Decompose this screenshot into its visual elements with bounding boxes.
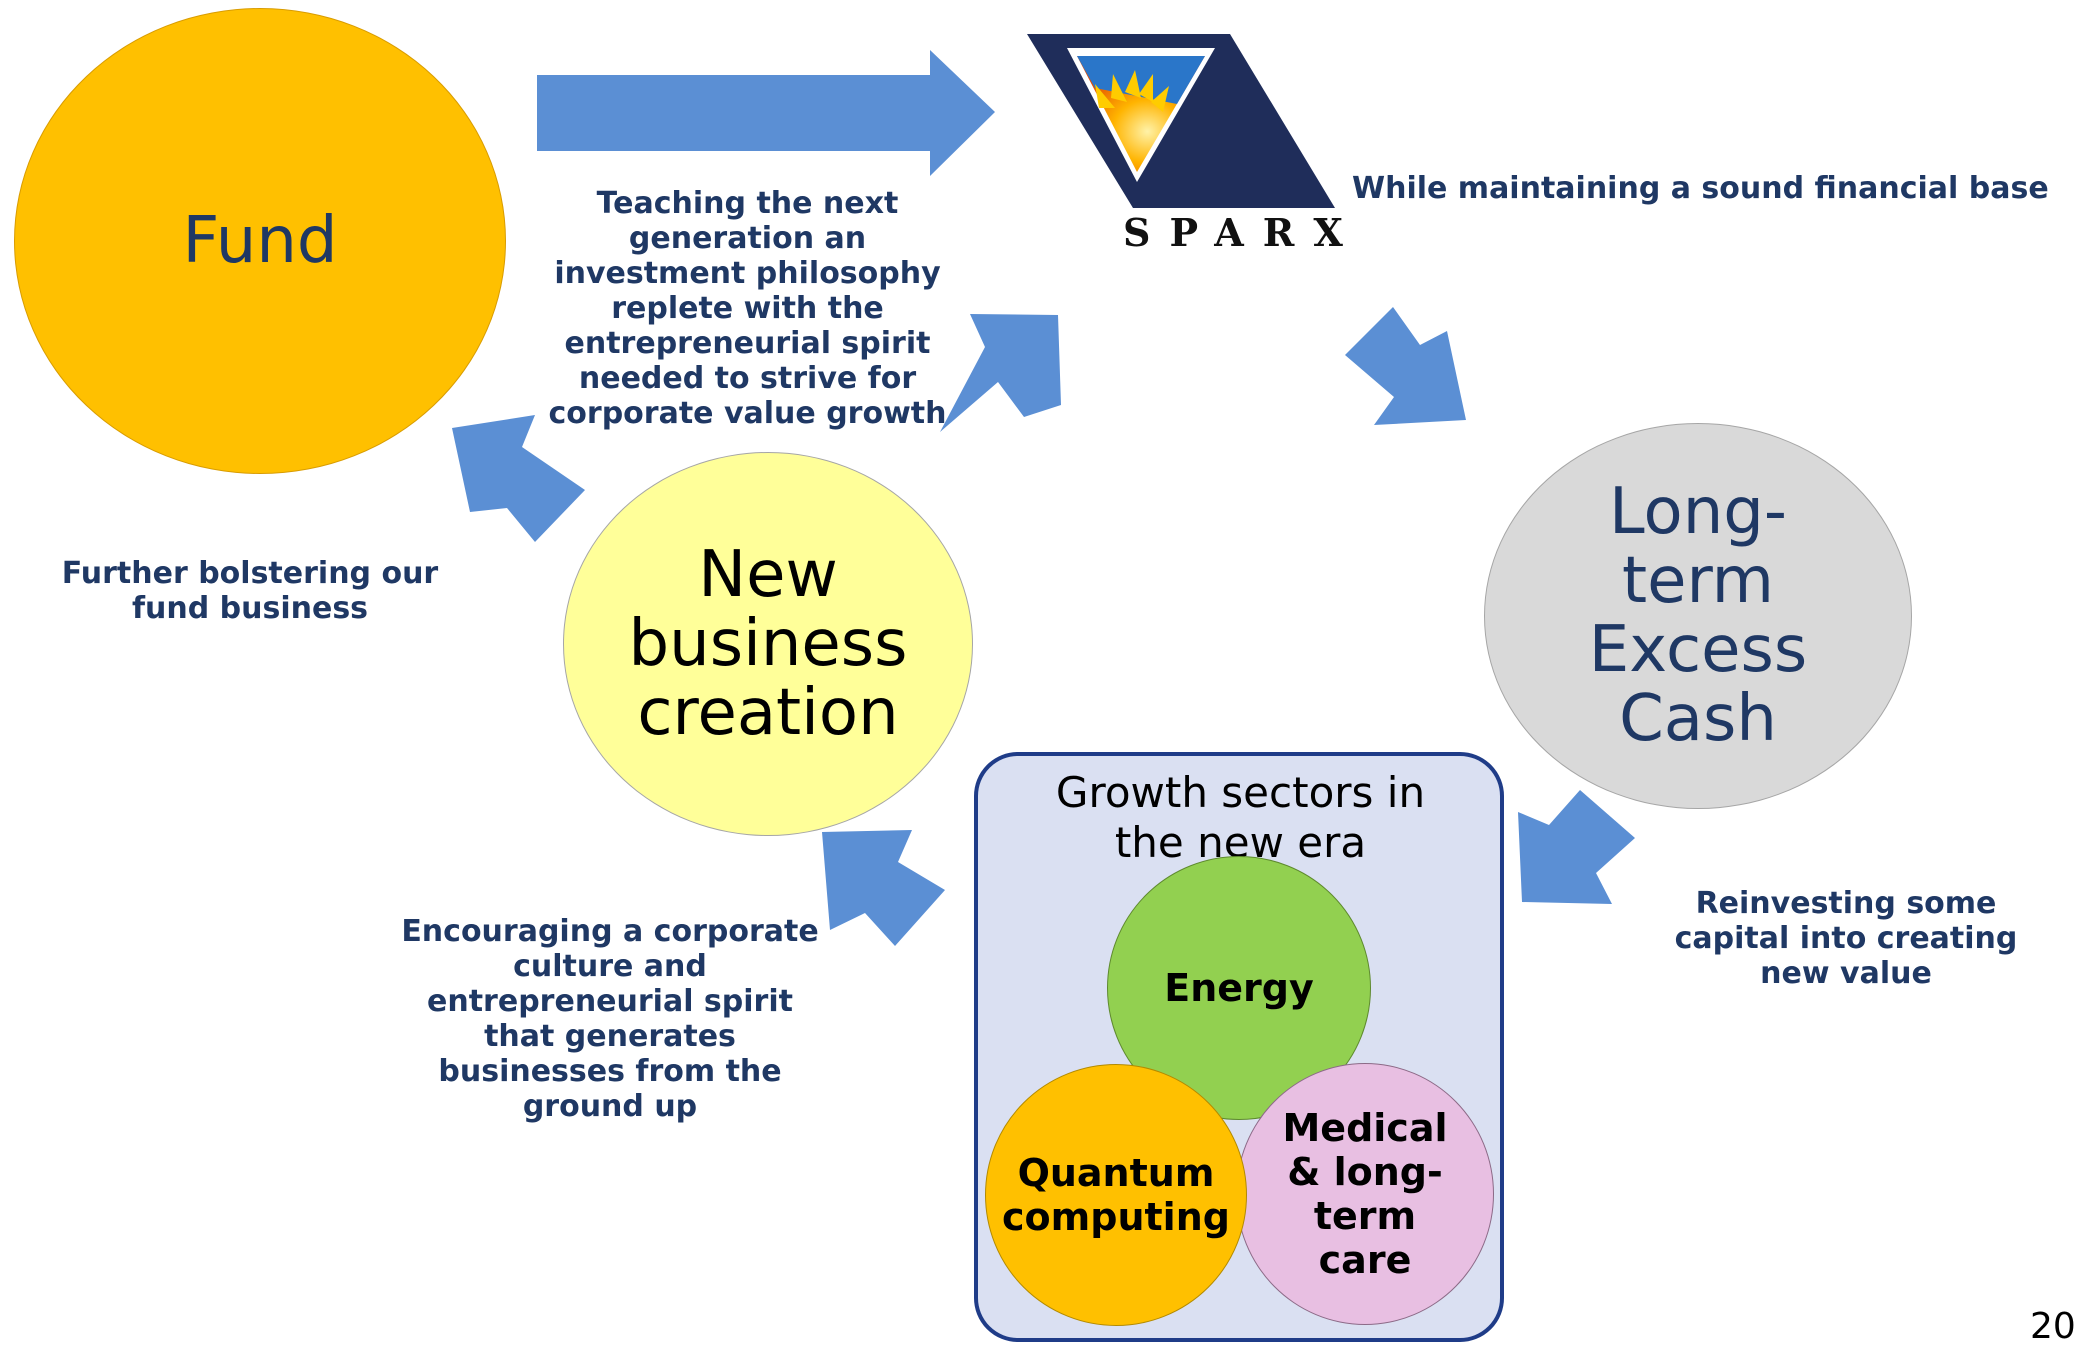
growth-sectors-title: Growth sectors in the new era bbox=[1055, 768, 1426, 867]
sparx-logo: SPARX bbox=[1025, 32, 1343, 255]
new-business-circle: New business creation bbox=[563, 452, 973, 836]
caption-reinvesting: Reinvesting some capital into creating n… bbox=[1674, 886, 2018, 991]
medical-circle: Medical & long-term care bbox=[1236, 1063, 1494, 1325]
arrow-growth-to-newbiz bbox=[822, 830, 945, 946]
caption-encouraging: Encouraging a corporate culture and entr… bbox=[401, 914, 819, 1124]
caption-teaching: Teaching the next generation an investme… bbox=[548, 186, 947, 431]
sparx-emblem-icon bbox=[1027, 34, 1335, 208]
quantum-label: Quantum computing bbox=[1002, 1151, 1230, 1239]
fund-circle: Fund bbox=[14, 8, 506, 474]
caption-bolstering: Further bolstering our fund business bbox=[61, 556, 439, 626]
long-term-cash-circle: Long-term Excess Cash bbox=[1484, 423, 1912, 809]
arrow-cash-to-growth bbox=[1518, 790, 1635, 904]
quantum-circle: Quantum computing bbox=[985, 1064, 1247, 1326]
arrow-newbiz-to-sparx bbox=[940, 314, 1061, 432]
new-business-label: New business creation bbox=[628, 537, 908, 750]
long-term-cash-label: Long-term Excess Cash bbox=[1588, 475, 1808, 756]
sparx-wordmark: SPARX bbox=[1123, 210, 1362, 255]
arrow-sparx-to-cash bbox=[1345, 307, 1466, 425]
caption-sound-base: While maintaining a sound financial base bbox=[1352, 171, 2049, 206]
page-number: 20 bbox=[2030, 1306, 2076, 1347]
arrow-fund-to-sparx bbox=[537, 50, 995, 176]
arrow-newbiz-to-fund bbox=[452, 415, 585, 542]
energy-label: Energy bbox=[1164, 966, 1314, 1010]
fund-label: Fund bbox=[182, 204, 338, 278]
medical-label: Medical & long-term care bbox=[1282, 1106, 1448, 1282]
